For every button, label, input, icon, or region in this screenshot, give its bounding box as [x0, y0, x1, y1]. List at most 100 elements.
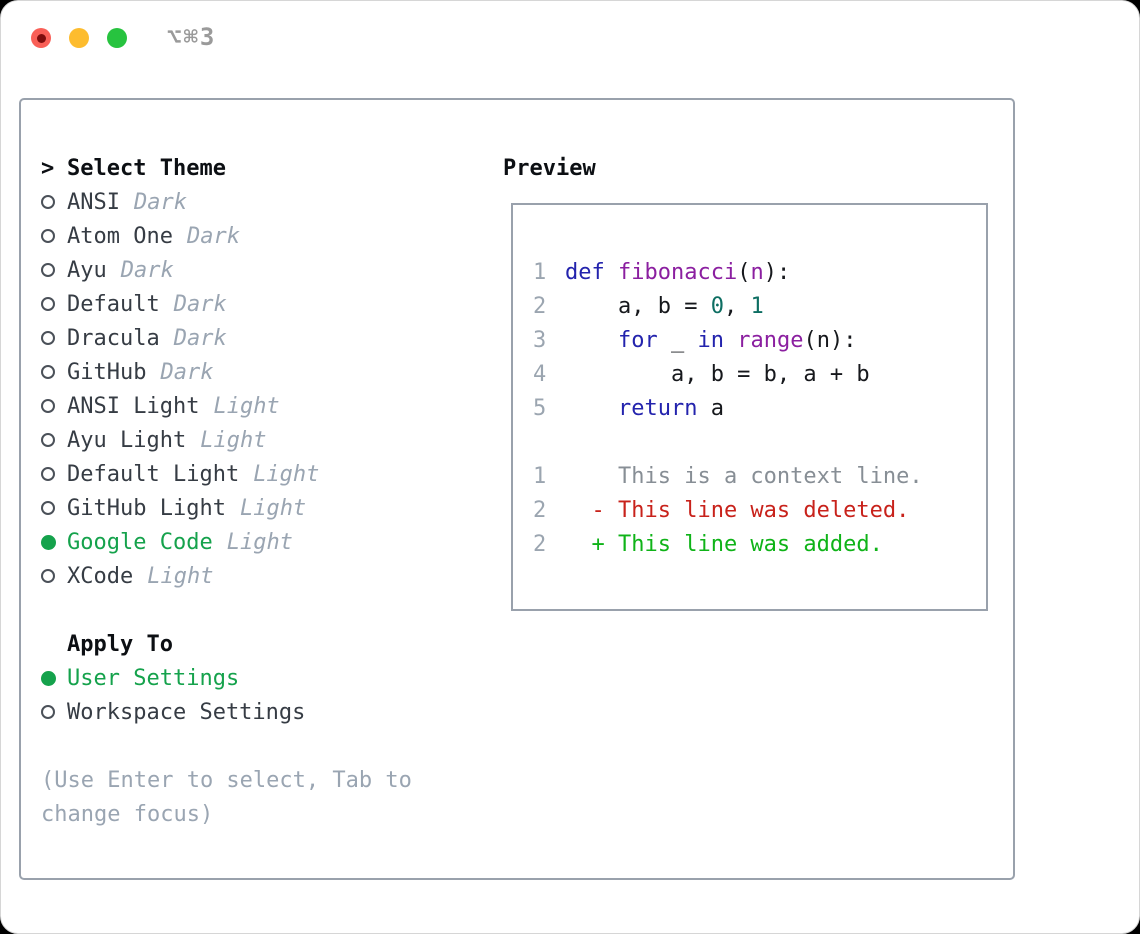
code-token: n [750, 259, 764, 285]
close-button[interactable] [31, 28, 51, 48]
apply-option-label: User Settings [67, 665, 240, 691]
line-content: a, b = b, a + b [565, 362, 870, 387]
spacer-row [41, 593, 412, 627]
line-number: 1 [533, 259, 547, 285]
theme-variant-label: Light [253, 461, 320, 487]
line-content: This is a context line. [565, 464, 923, 489]
line-number: 4 [533, 361, 547, 387]
theme-name: GitHub [67, 359, 147, 385]
theme-item-atom-one[interactable]: Atom One Dark [41, 219, 412, 253]
apply-option-user-settings[interactable]: User Settings [41, 661, 412, 695]
theme-name: Default Light [67, 461, 240, 487]
line-content: a, b = 0, 1 [565, 294, 764, 319]
code-token: This is a context line. [565, 463, 923, 489]
code-token: + This line was added. [565, 531, 883, 557]
line-number: 1 [533, 463, 547, 489]
theme-item-github[interactable]: GitHub Dark [41, 355, 412, 389]
theme-name: Ayu [67, 257, 107, 283]
theme-variant-label: Dark [160, 359, 214, 385]
help-text: change focus) [41, 801, 214, 827]
radio-unselected-icon [41, 195, 55, 209]
theme-variant-label: Dark [173, 291, 227, 317]
preview-line: 2 - This line was deleted. [533, 493, 978, 527]
code-token: in [697, 327, 724, 353]
radio-unselected-icon [41, 229, 55, 243]
apply-to-header: Apply To [41, 627, 412, 661]
theme-name: Default [67, 291, 160, 317]
code-token [565, 328, 618, 353]
theme-name: XCode [67, 563, 134, 589]
radio-unselected-icon [41, 467, 55, 481]
code-token: for [617, 327, 658, 353]
code-token: ): [763, 259, 791, 285]
code-token: , [723, 293, 751, 319]
line-content: for _ in range(n): [565, 328, 856, 353]
radio-unselected-icon [41, 331, 55, 345]
close-dot-icon [36, 33, 46, 43]
help-text-line: change focus) [41, 797, 412, 831]
line-number: 2 [533, 293, 547, 319]
line-content: - This line was deleted. [565, 498, 909, 523]
radio-unselected-icon [41, 433, 55, 447]
line-content: def fibonacci(n): [565, 260, 790, 285]
code-token: return [617, 395, 698, 421]
theme-variant-label: Light [226, 529, 293, 555]
code-token: a, b = b, a + b [565, 361, 870, 387]
preview-line: 2 + This line was added. [533, 527, 978, 561]
preview-line: 2 a, b = 0, 1 [533, 289, 978, 323]
theme-item-default-light[interactable]: Default Light Light [41, 457, 412, 491]
radio-unselected-icon [41, 501, 55, 515]
theme-name: ANSI Light [67, 393, 200, 419]
theme-variant-label: Light [147, 563, 214, 589]
preview-line [533, 425, 978, 459]
code-token: ( [737, 259, 751, 285]
code-token: a [697, 395, 724, 421]
theme-item-google-code[interactable]: Google Code Light [41, 525, 412, 559]
code-token: - This line was deleted. [565, 497, 910, 523]
apply-option-workspace-settings[interactable]: Workspace Settings [41, 695, 412, 729]
radio-unselected-icon [41, 365, 55, 379]
theme-selector-title: Select Theme [67, 155, 226, 181]
apply-option-label: Workspace Settings [67, 699, 306, 725]
theme-item-ayu[interactable]: Ayu Dark [41, 253, 412, 287]
theme-item-default[interactable]: Default Dark [41, 287, 412, 321]
code-token: (n): [803, 327, 857, 353]
line-content: + This line was added. [565, 531, 883, 557]
preview-line: 3 for _ in range(n): [533, 323, 978, 357]
theme-variant-label: Light [213, 393, 280, 419]
radio-selected-icon [41, 670, 56, 686]
code-token: range [737, 327, 804, 353]
theme-name: Google Code [67, 529, 213, 555]
theme-item-ansi-light[interactable]: ANSI Light Light [41, 389, 412, 423]
apply-to-title: Apply To [67, 631, 173, 657]
theme-item-xcode[interactable]: XCode Light [41, 559, 412, 593]
preview-line: 1 def fibonacci(n): [533, 255, 978, 289]
theme-variant-label: Dark [186, 223, 240, 249]
line-number: 2 [533, 497, 547, 523]
minimize-button[interactable] [69, 28, 89, 48]
radio-unselected-icon [41, 399, 55, 413]
theme-variant-label: Dark [120, 257, 174, 283]
help-text-line: (Use Enter to select, Tab to [41, 763, 412, 797]
preview-line: 1 This is a context line. [533, 459, 978, 493]
window-title: ⌥⌘3 [167, 23, 217, 51]
code-token [565, 396, 618, 421]
radio-unselected-icon [41, 569, 55, 583]
radio-unselected-icon [41, 705, 55, 719]
preview-title: Preview [503, 155, 596, 181]
code-token: _ [657, 327, 698, 353]
line-number: 5 [533, 395, 547, 421]
theme-name: Atom One [67, 223, 173, 249]
zoom-button[interactable] [107, 28, 127, 48]
theme-name: ANSI [67, 189, 120, 215]
theme-name: Dracula [67, 325, 160, 351]
code-token: fibonacci [618, 259, 738, 285]
